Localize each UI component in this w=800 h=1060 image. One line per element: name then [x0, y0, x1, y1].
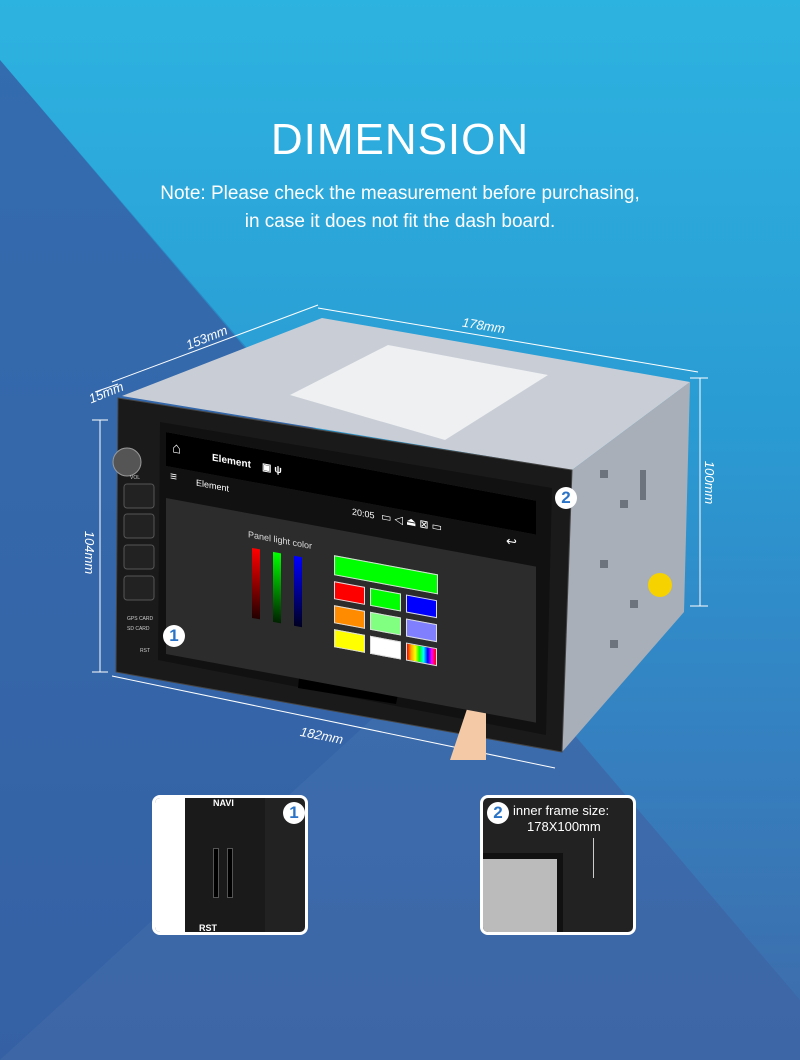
screen-title: Element	[212, 452, 251, 471]
top-label-sticker	[290, 345, 548, 440]
color-swatch[interactable]	[334, 629, 365, 653]
volume-knob	[112, 447, 142, 477]
image-icon: ▣ ψ	[262, 461, 282, 477]
panel-light-label: Panel light color	[248, 529, 313, 552]
inset-1-badge: 1	[283, 802, 305, 824]
color-swatch[interactable]	[370, 611, 401, 636]
color-swatch[interactable]	[406, 642, 437, 667]
color-swatch[interactable]	[406, 618, 437, 643]
dim-height-front: 104mm	[82, 530, 98, 575]
color-swatch[interactable]	[334, 605, 365, 629]
note-text: Note: Please check the measurement befor…	[0, 180, 800, 236]
color-swatch[interactable]	[370, 635, 401, 660]
inset-card-slots: NAVI RST 1	[152, 795, 308, 935]
color-swatch[interactable]	[406, 594, 437, 619]
sd-label: SD CARD	[127, 626, 150, 632]
clock: 20:05	[352, 506, 375, 521]
callout-2-badge: 2	[555, 487, 577, 509]
color-swatch[interactable]	[370, 587, 401, 612]
device-side	[562, 382, 690, 752]
dim-height-back: 100mm	[702, 460, 718, 505]
note-line-1: Note: Please check the measurement befor…	[160, 183, 640, 204]
note-line-2: in case it does not fit the dash board.	[244, 211, 556, 232]
green-slider[interactable]	[273, 551, 281, 624]
red-slider[interactable]	[252, 547, 260, 620]
rst-inset-label: RST	[199, 923, 217, 933]
gps-label: GPS CARD	[127, 616, 154, 622]
callout-1-badge: 1	[163, 625, 185, 647]
inner-frame-size: 178X100mm	[527, 819, 601, 834]
screen-subtitle: Element	[196, 477, 230, 494]
navi-label: NAVI	[213, 798, 234, 808]
vol-label: VOL	[130, 475, 141, 481]
color-swatch[interactable]	[334, 581, 365, 605]
page-title: DIMENSION	[270, 115, 530, 164]
menu-icon[interactable]: ≡	[170, 468, 178, 485]
home-icon[interactable]: ⌂	[172, 439, 182, 458]
inner-frame-label: inner frame size:	[513, 803, 610, 818]
inset-inner-frame: 2 inner frame size: 178X100mm	[480, 795, 636, 935]
warranty-sticker	[648, 573, 672, 597]
back-icon[interactable]: ↩	[506, 533, 517, 551]
blue-slider[interactable]	[294, 555, 302, 628]
rst-label: RST	[140, 648, 150, 654]
inset-2-badge: 2	[487, 802, 509, 824]
